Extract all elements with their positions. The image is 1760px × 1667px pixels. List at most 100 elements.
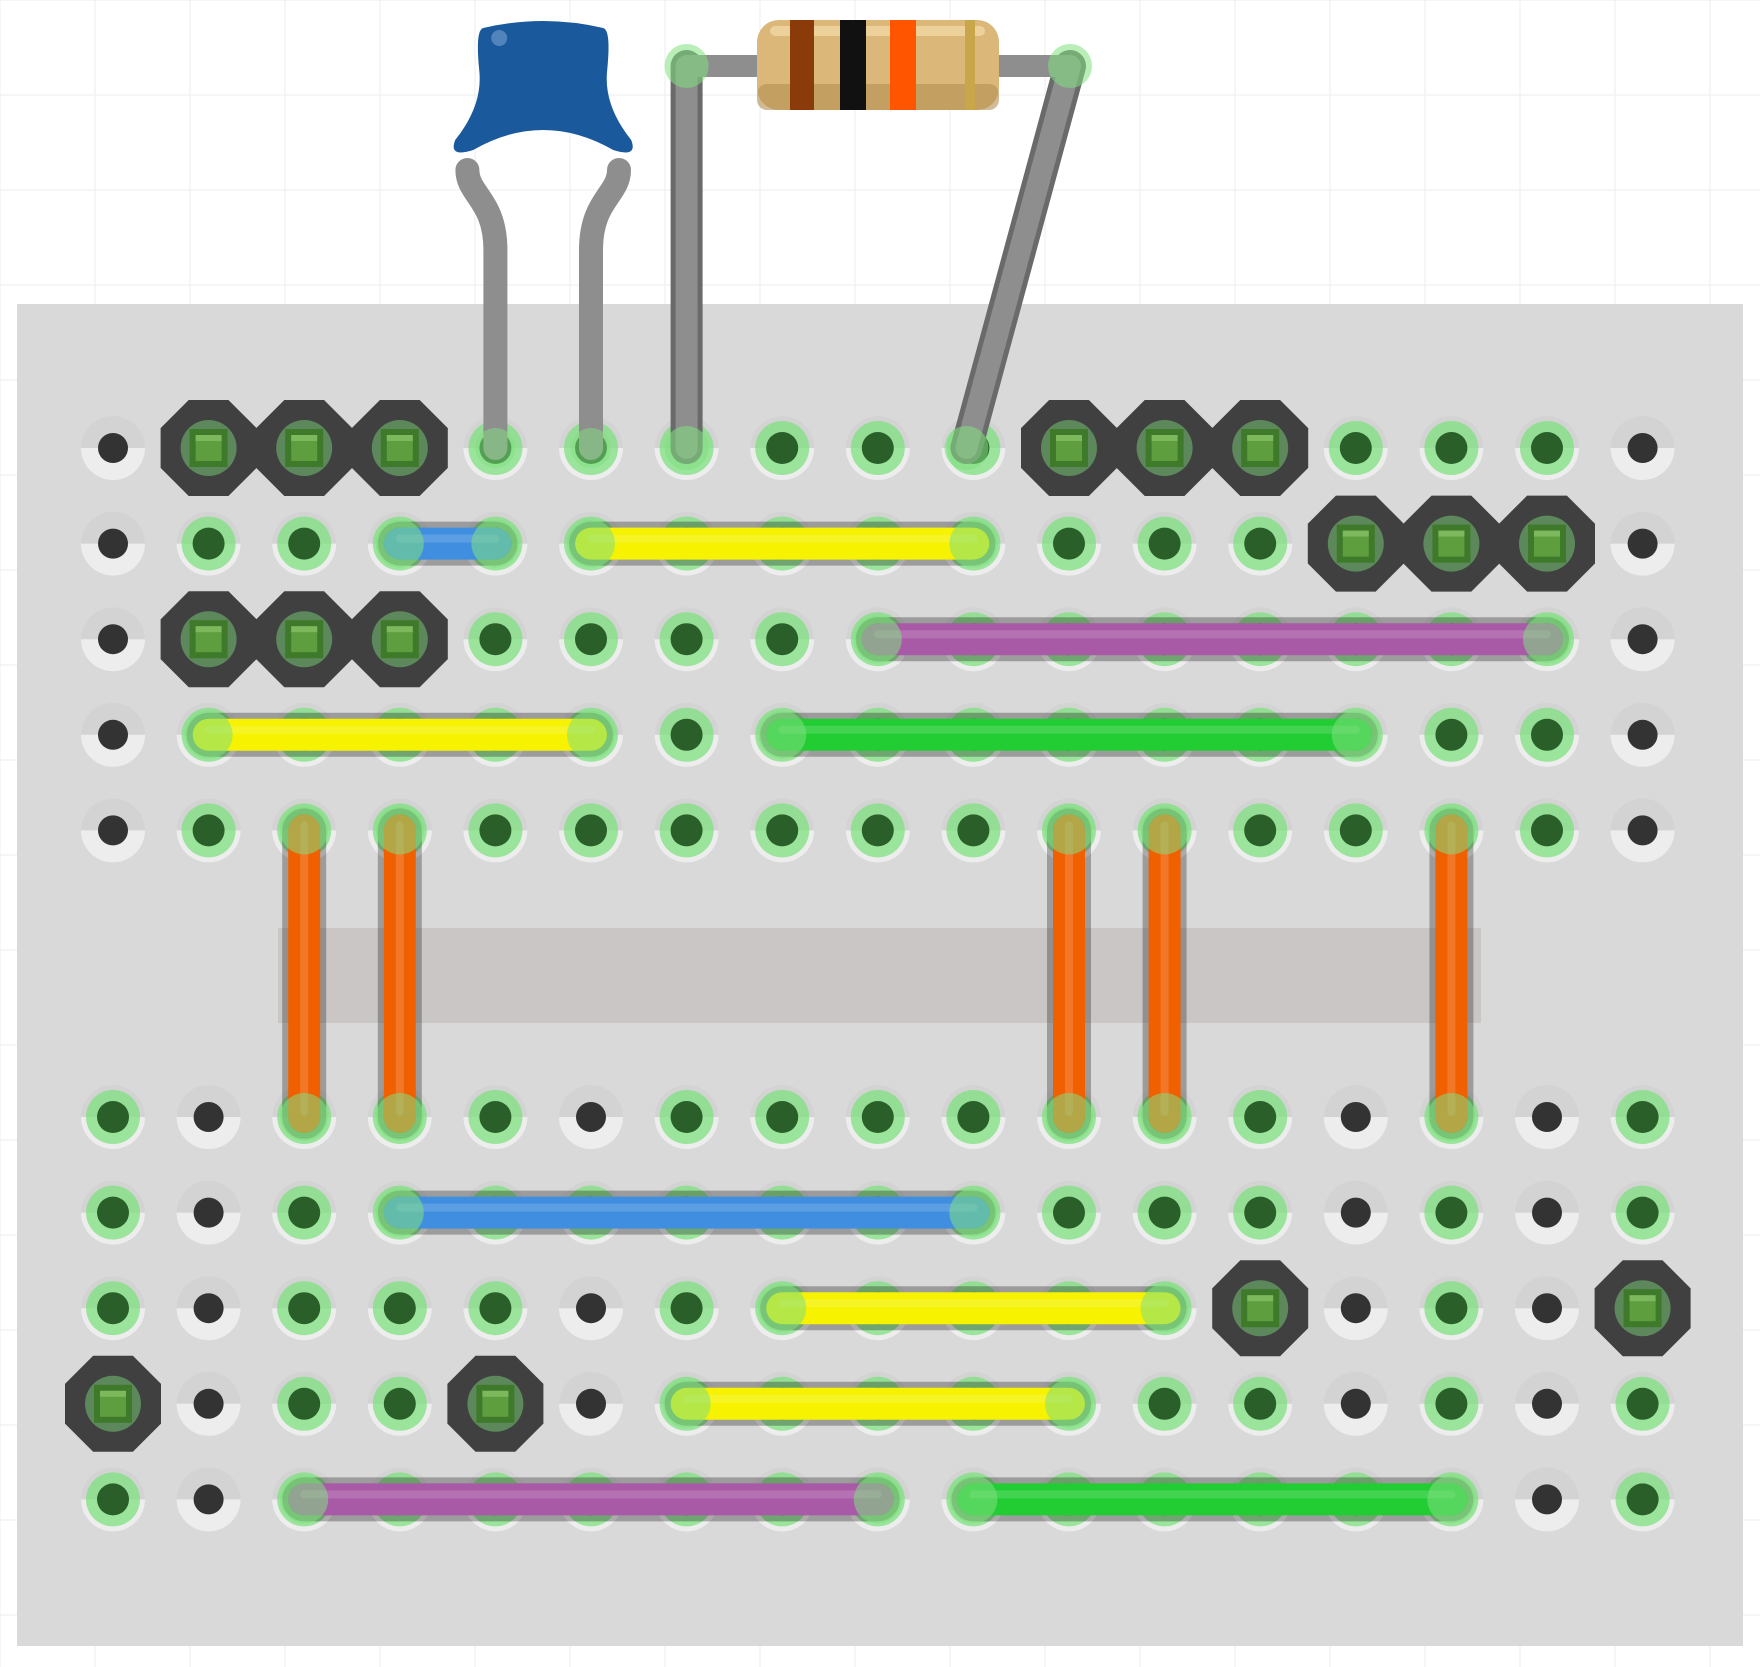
hole	[1515, 1085, 1579, 1149]
hole-connected	[1037, 1180, 1101, 1245]
hole-connected	[176, 511, 241, 576]
hole	[1323, 1180, 1388, 1245]
header-pin	[256, 591, 353, 688]
hole	[1515, 1371, 1579, 1436]
hole-connected	[1132, 1371, 1197, 1436]
hole-connected	[1515, 416, 1579, 480]
hole-connected	[750, 798, 815, 863]
wire-yellow	[567, 519, 998, 568]
hole-connected	[1228, 798, 1293, 863]
header-pin	[160, 591, 257, 688]
hole-connected	[1419, 702, 1484, 767]
jumper-wires	[184, 519, 1571, 1524]
hole-connected	[845, 1085, 910, 1149]
hole-connected	[941, 798, 1006, 863]
hole-connected	[1228, 1371, 1293, 1436]
hole-connected	[81, 1276, 145, 1341]
hole-connected	[750, 1085, 815, 1149]
wire-orange	[1140, 806, 1189, 1141]
hole	[559, 1371, 623, 1436]
header-pin	[1594, 1260, 1691, 1357]
hole-connected	[1228, 1180, 1293, 1245]
header-pin	[351, 591, 448, 688]
wire-green	[758, 710, 1380, 759]
hole	[1323, 1085, 1388, 1149]
hole-connected	[559, 798, 623, 863]
hole	[81, 798, 145, 863]
hole-connected	[1419, 1276, 1484, 1341]
hole	[1610, 798, 1675, 863]
hole-connected	[81, 1467, 145, 1532]
wire-orange	[375, 806, 424, 1141]
hole-connected	[654, 702, 719, 767]
hole	[176, 1180, 241, 1245]
wire-orange	[1427, 806, 1476, 1141]
hole	[81, 607, 145, 672]
wire-yellow	[662, 1379, 1093, 1428]
wire-blue	[375, 519, 520, 568]
resistor-band	[790, 20, 814, 110]
wire-yellow	[184, 710, 615, 759]
hole	[1515, 1467, 1579, 1532]
hole-connected	[272, 1276, 337, 1341]
hole-connected	[750, 607, 815, 672]
hole-connected	[941, 1085, 1006, 1149]
header-pin	[1021, 400, 1117, 496]
hole-connected	[463, 1085, 528, 1149]
hole-connected	[272, 511, 337, 576]
header-pin	[1212, 400, 1309, 496]
hole-connected	[654, 607, 719, 672]
header-pin	[447, 1355, 544, 1452]
hole-connected	[1515, 702, 1579, 767]
hole-connected	[367, 1276, 432, 1341]
hole-connected	[367, 1371, 432, 1436]
components	[453, 20, 1092, 470]
hole-connected	[1228, 1085, 1293, 1149]
header-pin	[1403, 495, 1500, 592]
hole	[1610, 702, 1675, 767]
wire-blue	[375, 1188, 998, 1237]
resistor-band	[890, 20, 916, 110]
header-pin	[160, 400, 257, 496]
hole	[559, 1085, 623, 1149]
hole	[81, 416, 145, 480]
hole	[1323, 1371, 1388, 1436]
hole	[1610, 416, 1675, 480]
hole	[176, 1467, 241, 1532]
hole-connected	[272, 1371, 337, 1436]
header-pin	[1499, 495, 1595, 592]
hole-connected	[463, 798, 528, 863]
header-pin	[351, 400, 448, 496]
wire-yellow	[758, 1284, 1189, 1333]
hole-connected	[1419, 1180, 1484, 1245]
resistor-band	[965, 20, 975, 110]
hole-connected	[1610, 1371, 1675, 1436]
header-pin	[1212, 1260, 1309, 1357]
hole-connected	[1132, 1180, 1197, 1245]
hole-connected	[1419, 416, 1484, 480]
hole-connected	[1419, 1371, 1484, 1436]
header-pin	[65, 1355, 161, 1452]
hole-connected	[1037, 511, 1101, 576]
hole-connected	[176, 798, 241, 863]
wire-green	[949, 1475, 1476, 1524]
hole-connected	[1610, 1085, 1675, 1149]
hole	[81, 702, 145, 767]
hole-connected	[845, 798, 910, 863]
wire-orange	[1045, 806, 1093, 1141]
wire-purple	[853, 615, 1571, 664]
hole-connected	[1515, 798, 1579, 863]
hole-connected	[654, 1085, 719, 1149]
hole-connected	[559, 607, 623, 672]
hole	[1515, 1276, 1579, 1341]
hole	[81, 511, 145, 576]
hole-connected	[1323, 416, 1388, 480]
hole	[176, 1371, 241, 1436]
hole	[1610, 607, 1675, 672]
hole-connected	[1323, 798, 1388, 863]
ceramic-capacitor	[453, 21, 633, 468]
hole-connected	[1610, 1180, 1675, 1245]
hole	[1515, 1180, 1579, 1245]
hole	[1610, 511, 1675, 576]
